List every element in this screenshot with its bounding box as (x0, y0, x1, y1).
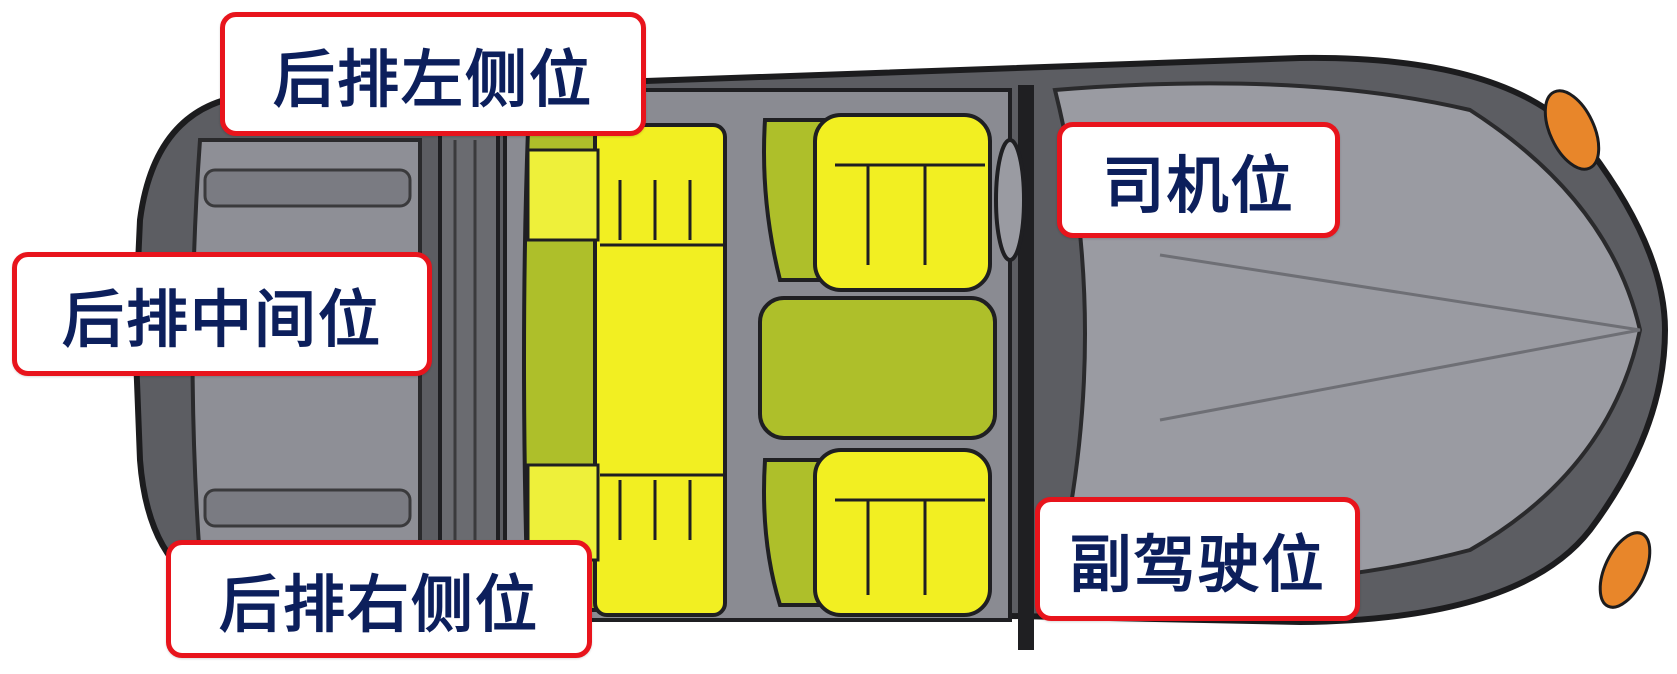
label-driver-seat: 司机位 (1057, 122, 1340, 238)
passenger-seat (762, 448, 992, 617)
driver-seat (762, 113, 1026, 292)
label-passenger-seat: 副驾驶位 (1035, 497, 1360, 621)
label-rear-right-seat: 后排右侧位 (166, 540, 592, 658)
label-rear-middle-seat: 后排中间位 (12, 252, 432, 376)
label-rear-left-seat: 后排左侧位 (220, 12, 646, 136)
center-console (758, 296, 997, 440)
rear-bench-seat (522, 123, 727, 617)
